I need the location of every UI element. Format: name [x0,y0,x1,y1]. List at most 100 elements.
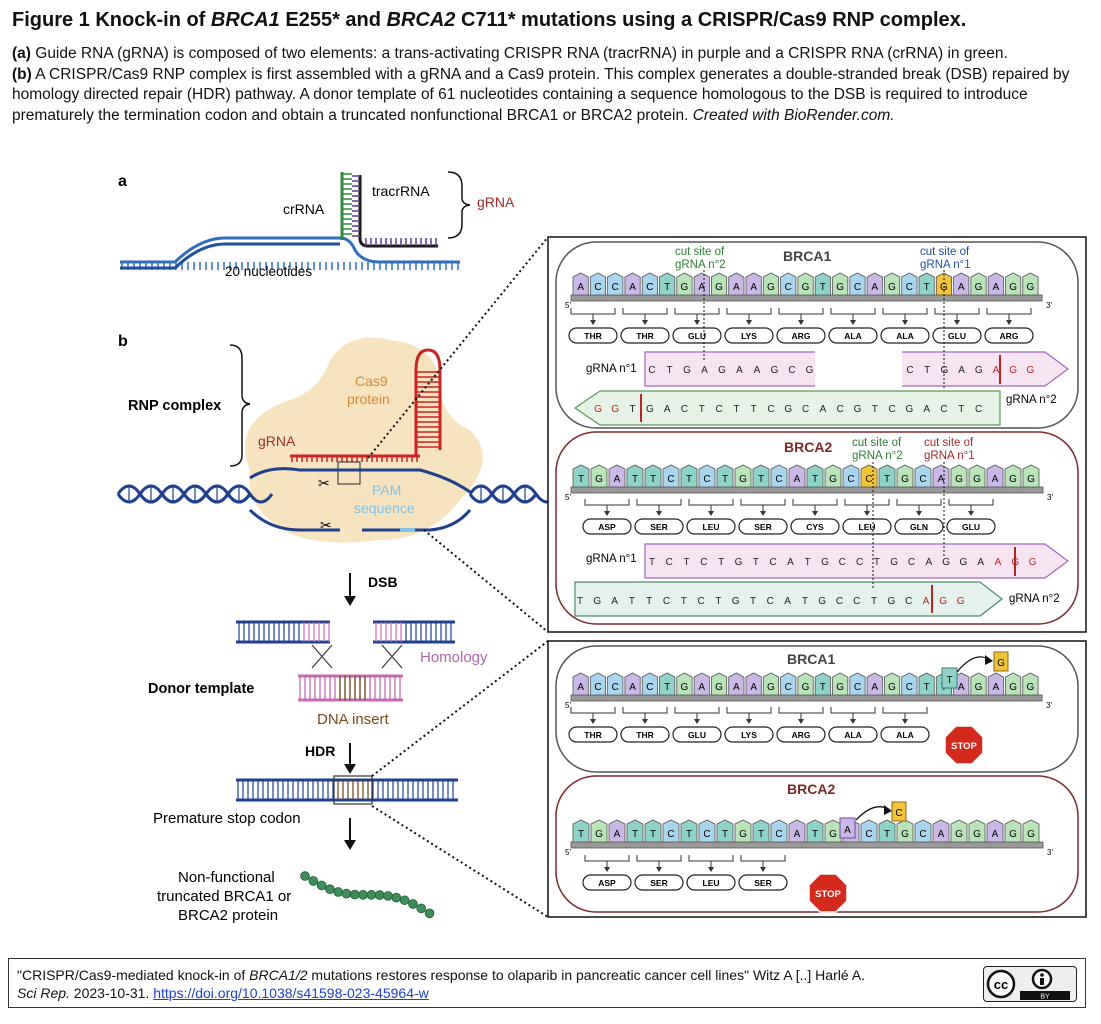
guide-letter: T [958,404,964,415]
amino-acid-label: GLU [948,331,966,341]
guide-letter: G [611,404,619,415]
nucleotide-letter: A [733,282,740,293]
nucleotide [659,672,676,696]
nucleotide-letter: A [871,282,878,293]
guide-letter: T [751,404,757,415]
nucleotide [797,672,814,696]
nucleotide [1005,272,1022,296]
nucleotide-letter: C [785,682,792,693]
nucleotide-letter: C [785,282,792,293]
nucleotide [842,464,860,488]
guide-letter: T [577,596,583,607]
nucleotide-letter: C [667,829,674,840]
guide-letter: T [681,596,687,607]
nucleotide [572,672,589,696]
nucleotide-letter: G [973,829,981,840]
nucleotide [788,819,806,843]
nucleotide [624,672,641,696]
nucleotide [797,272,814,296]
guide-letter: G [1027,365,1035,376]
svg-text:gRNA n°1: gRNA n°1 [586,553,637,565]
amino-acid-label: GLU [688,331,706,341]
nucleotide-letter: C [906,682,913,693]
nucleotide [770,819,788,843]
nucleotide-letter: G [767,282,775,293]
nucleotide-letter: T [664,682,670,693]
guide-letter: G [1009,365,1017,376]
nucleotide-letter: T [650,474,656,485]
nucleotide-letter: C [667,474,674,485]
svg-text:cut site of: cut site of [852,437,902,449]
figure-caption: (a) Guide RNA (gRNA) is composed of two … [12,45,1070,124]
nucleotide-letter: G [975,282,983,293]
amino-acid-label: SER [650,878,667,888]
nucleotide-letter: C [854,682,861,693]
guide-letter: A [923,404,930,415]
nucleotide [780,272,797,296]
svg-text:gRNA n°2: gRNA n°2 [675,259,726,271]
svg-text:BRCA1: BRCA1 [783,248,831,264]
doi-link[interactable]: https://doi.org/10.1038/s41598-023-45964… [153,985,429,1001]
nucleotide-letter: A [992,829,999,840]
nucleotide-letter: C [594,282,601,293]
guide-letter: T [802,596,808,607]
nucleotide-letter: G [681,682,689,693]
nucleotide-letter: T [664,282,670,293]
nucleotide-letter: G [829,829,837,840]
nucleotide-letter: C [854,282,861,293]
nucleotide [901,672,918,696]
guide-letter: A [701,365,708,376]
figure-illustration: a crRNA tracrRNA gRNA 20 nucleotides b C… [116,171,1087,924]
svg-text:truncated BRCA1 or: truncated BRCA1 or [157,888,291,905]
guide-letter: A [787,557,794,568]
nucleotide [624,272,641,296]
guide-letter: C [940,404,947,415]
nucleotide-letter: G [715,282,723,293]
nucleotide-letter: A [938,474,945,485]
svg-text:cut site of: cut site of [924,437,974,449]
guide-letter: G [818,596,826,607]
nucleotide [849,272,866,296]
guide-letter: G [784,404,792,415]
amino-acid-label: THR [636,331,653,341]
nucleotide-letter: G [1027,829,1035,840]
svg-text:STOP: STOP [951,741,977,752]
nucleotide [918,672,935,696]
amino-acid-label: CYS [806,522,824,532]
nucleotide-letter: A [992,474,999,485]
nucleotide [968,819,986,843]
nucleotide-letter: C [612,282,619,293]
nucleotide-letter: A [629,682,636,693]
svg-text:gRNA n°1: gRNA n°1 [586,363,637,375]
nucleotide [1005,672,1022,696]
guide-letter: T [646,596,652,607]
nucleotide-letter: G [739,829,747,840]
amino-acid-label: SER [650,522,667,532]
guide-letter: C [906,365,913,376]
guide-letter: C [767,404,774,415]
guide-letter: G [683,365,691,376]
svg-text:BRCA1: BRCA1 [787,651,835,667]
guide-letter: A [977,557,984,568]
nucleotide [860,819,878,843]
svg-text:T: T [946,675,952,686]
nucleotide-letter: C [612,682,619,693]
nucleotide-letter: G [767,682,775,693]
nucleotide-letter: G [955,829,963,840]
stop-sign-brca1: STOP [944,725,984,765]
nucleotide [590,464,608,488]
citation-text: "CRISPR/Cas9-mediated knock-in of BRCA1/… [17,967,865,1001]
svg-text:gRNA n°2: gRNA n°2 [852,450,903,462]
nucleotide [589,272,606,296]
nucleotide [866,272,883,296]
nucleotide [659,272,676,296]
nucleotide [608,819,626,843]
guide-letter: G [888,596,896,607]
guide-letter: G [806,365,814,376]
nucleotide [914,464,932,488]
amino-acid-label: ALA [896,331,913,341]
label-tracrRNA: tracrRNA [372,183,430,199]
nucleotide-letter: T [812,474,818,485]
nucleotide-letter: T [884,829,890,840]
nucleotide [970,272,987,296]
